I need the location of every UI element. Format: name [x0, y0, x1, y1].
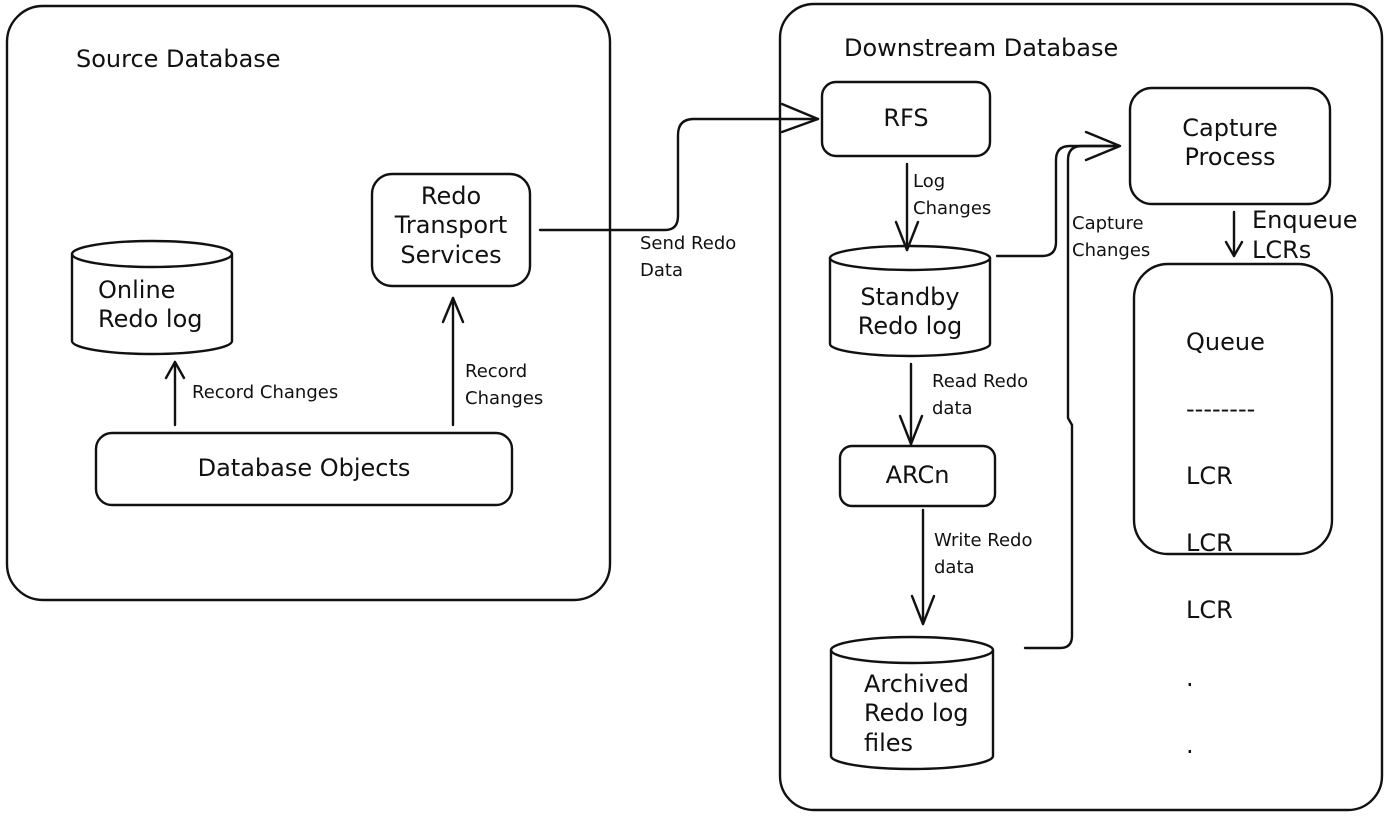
arrow-write-redo-data: [910, 508, 936, 626]
arrow-enqueue-lcrs: [1224, 210, 1244, 258]
edge-label-write-redo-data: Write Redo data: [934, 530, 1033, 578]
database-objects-box: [94, 431, 514, 507]
archived-redo-log-files-cylinder: [829, 635, 995, 771]
arrow-record-changes-to-online-log: [164, 360, 186, 427]
edge-label-log-changes: Log Changes: [913, 171, 992, 219]
edge-label-record-changes-log: Record Changes: [192, 382, 339, 403]
database-objects-label: Database Objects: [197, 454, 411, 482]
online-redo-log-label: Online Redo log: [98, 276, 203, 334]
arcn-label: ARCn: [885, 461, 950, 489]
rfs-label: RFS: [883, 104, 929, 132]
capture-process-label: Capture Process: [1182, 114, 1278, 172]
queue-contents: Queue -------- LCR LCR LCR . .: [1186, 292, 1265, 796]
source-database-container: [5, 4, 612, 602]
redo-transport-services-label: Redo Transport Services: [394, 182, 508, 269]
edge-label-read-redo-data: Read Redo data: [932, 371, 1029, 419]
arcn-box: [838, 444, 997, 508]
redo-transport-services-box: [370, 172, 532, 288]
queue-item: LCR: [1186, 461, 1233, 490]
online-redo-log-cylinder: [70, 239, 234, 356]
queue-title: Queue: [1186, 327, 1265, 356]
edge-label-capture-changes: Capture Changes: [1072, 213, 1151, 261]
queue-box: [1132, 262, 1334, 556]
downstream-database-container: [778, 2, 1384, 812]
queue-item: LCR: [1186, 529, 1233, 558]
edge-label-enqueue-lcrs: Enqueue LCRs: [1252, 206, 1358, 264]
downstream-database-title: Downstream Database: [844, 34, 1119, 62]
rfs-box: [820, 80, 992, 158]
arrow-capture-changes-from-standby: [995, 144, 1120, 258]
source-database-title: Source Database: [76, 45, 281, 73]
arrow-capture-changes-from-archived: [1023, 130, 1122, 650]
standby-redo-log-label: Standby Redo log: [857, 283, 963, 341]
archived-redo-log-files-label: Archived Redo log files: [864, 670, 970, 757]
queue-separator: --------: [1186, 394, 1256, 423]
edge-label-record-changes-transport: Record Changes: [465, 361, 544, 409]
capture-process-box: [1128, 86, 1332, 206]
arrow-record-changes-to-transport: [441, 296, 465, 427]
edge-label-send-redo-data: Send Redo Data: [640, 233, 737, 281]
arrow-log-changes: [894, 162, 920, 252]
arrow-send-redo-data: [538, 102, 820, 232]
queue-item: .: [1186, 730, 1194, 759]
queue-item: LCR: [1186, 596, 1233, 625]
arrow-read-redo-data: [898, 362, 924, 446]
queue-item: .: [1186, 663, 1194, 692]
standby-redo-log-cylinder: [828, 244, 992, 358]
